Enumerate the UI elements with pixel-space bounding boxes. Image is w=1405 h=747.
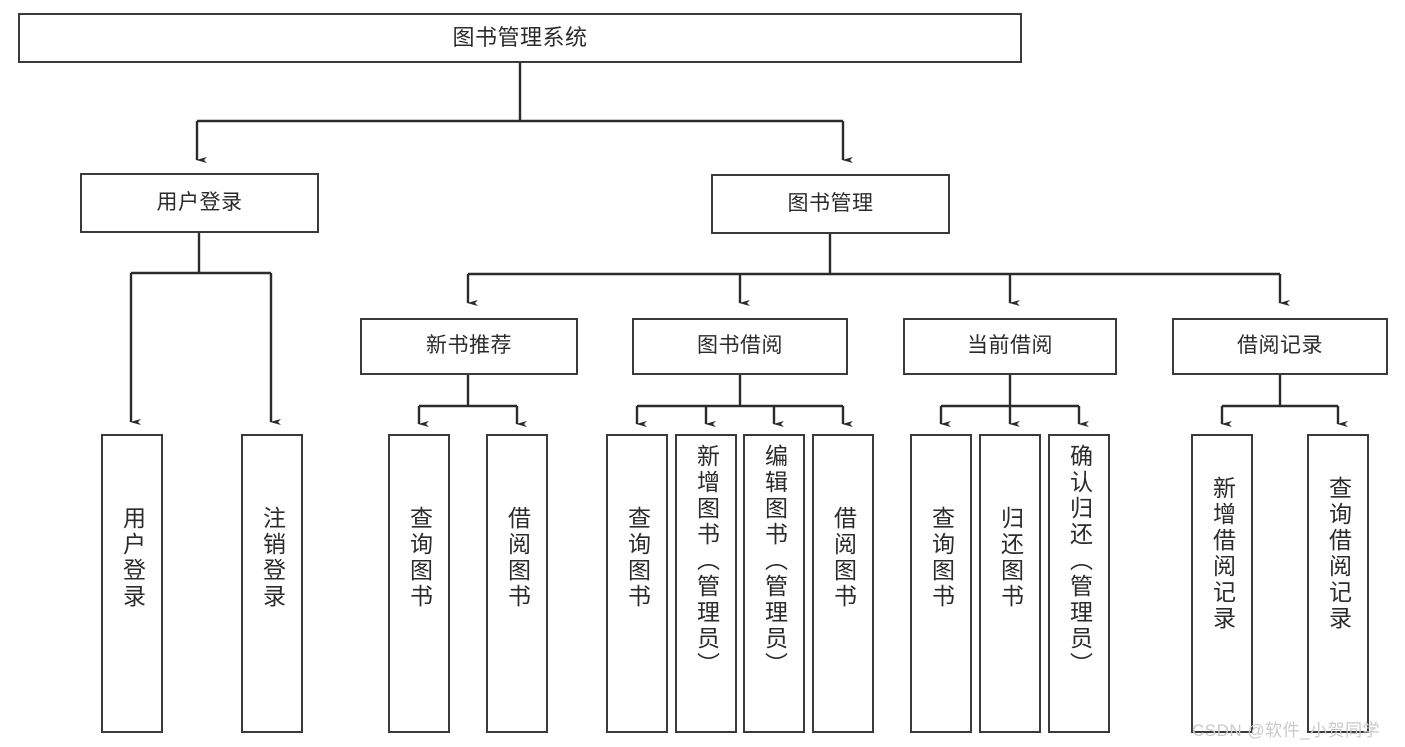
leaf-borrow-book-1[interactable]: 借阅图书 <box>486 434 548 733</box>
node-root[interactable]: 图书管理系统 <box>18 13 1022 63</box>
leaf-user-login[interactable]: 用户登录 <box>101 434 163 733</box>
leaf-logout-label: 注销登录 <box>259 506 286 610</box>
node-book-borrow[interactable]: 图书借阅 <box>632 318 848 375</box>
leaf-query-book-1[interactable]: 查询图书 <box>388 434 450 733</box>
node-new-book-recommend[interactable]: 新书推荐 <box>360 318 578 375</box>
node-user-login-label: 用户登录 <box>156 190 243 214</box>
leaf-confirm-return-label: 确认归还（管理员） <box>1066 444 1093 678</box>
csdn-watermark: CSDN @软件_小贺同学 <box>1192 721 1381 740</box>
node-root-label: 图书管理系统 <box>452 25 588 51</box>
node-borrow-record-label: 借阅记录 <box>1237 334 1323 358</box>
leaf-add-book-label: 新增图书（管理员） <box>693 444 720 678</box>
node-current-borrow[interactable]: 当前借阅 <box>903 318 1117 375</box>
node-book-management-label: 图书管理 <box>787 191 874 215</box>
leaf-query-book-1-label: 查询图书 <box>406 506 433 610</box>
node-book-management[interactable]: 图书管理 <box>711 174 950 234</box>
leaf-query-book-2[interactable]: 查询图书 <box>606 434 668 733</box>
leaf-borrow-book-1-label: 借阅图书 <box>504 506 531 610</box>
leaf-confirm-return[interactable]: 确认归还（管理员） <box>1048 434 1110 733</box>
leaf-query-book-3[interactable]: 查询图书 <box>910 434 972 733</box>
leaf-query-book-3-label: 查询图书 <box>928 506 955 610</box>
leaf-add-record[interactable]: 新增借阅记录 <box>1191 434 1253 733</box>
node-borrow-record[interactable]: 借阅记录 <box>1172 318 1388 375</box>
leaf-return-book[interactable]: 归还图书 <box>979 434 1041 733</box>
leaf-user-login-label: 用户登录 <box>119 506 146 610</box>
node-book-borrow-label: 图书借阅 <box>697 334 783 358</box>
leaf-query-record-label: 查询借阅记录 <box>1325 476 1352 632</box>
leaf-query-record[interactable]: 查询借阅记录 <box>1307 434 1369 733</box>
leaf-logout[interactable]: 注销登录 <box>241 434 303 733</box>
leaf-query-book-2-label: 查询图书 <box>624 506 651 610</box>
leaf-add-record-label: 新增借阅记录 <box>1209 476 1236 632</box>
leaf-borrow-book-2[interactable]: 借阅图书 <box>812 434 874 733</box>
leaf-edit-book[interactable]: 编辑图书（管理员） <box>743 434 805 733</box>
node-user-login[interactable]: 用户登录 <box>80 173 319 233</box>
leaf-return-book-label: 归还图书 <box>997 506 1024 610</box>
leaf-add-book[interactable]: 新增图书（管理员） <box>675 434 737 733</box>
leaf-edit-book-label: 编辑图书（管理员） <box>761 444 788 678</box>
leaf-borrow-book-2-label: 借阅图书 <box>830 506 857 610</box>
node-current-borrow-label: 当前借阅 <box>967 334 1053 358</box>
node-new-book-recommend-label: 新书推荐 <box>426 334 512 358</box>
